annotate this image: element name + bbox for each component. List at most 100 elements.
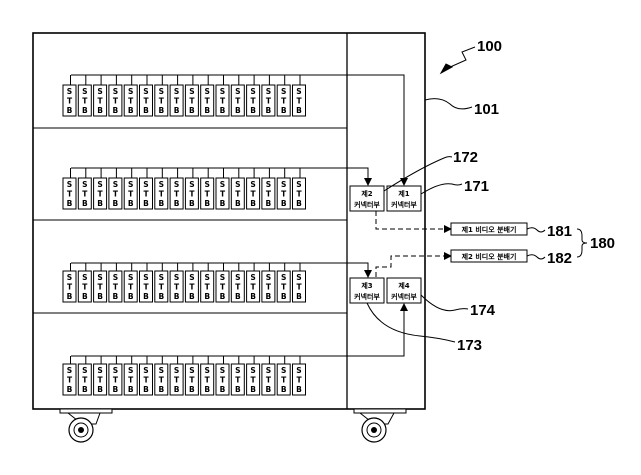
- ref-182: 182: [547, 250, 572, 267]
- stb-unit: STB: [139, 168, 153, 210]
- splitter-box-2: 제2 비디오 분배기: [450, 249, 528, 263]
- stb-letter: T: [205, 190, 211, 199]
- splitter-box-2-label: 제2 비디오 분배기: [462, 252, 517, 261]
- stb-letter: T: [82, 376, 88, 385]
- stb-letter: S: [296, 366, 301, 375]
- stb-letter: T: [281, 97, 287, 106]
- connector-box-2-line2: 커넥터부: [354, 200, 380, 209]
- stb-letter: S: [204, 87, 209, 96]
- stb-unit: STB: [215, 168, 230, 210]
- stb-letter: S: [281, 87, 286, 96]
- stb-letter: S: [128, 273, 133, 282]
- stb-unit: STB: [77, 356, 92, 396]
- stb-letter: S: [235, 366, 240, 375]
- stb-letter: T: [113, 190, 119, 199]
- stb-letter: B: [128, 106, 134, 115]
- stb-letter: B: [97, 106, 103, 115]
- stb-letter: T: [220, 97, 226, 106]
- ref-174: 174: [470, 302, 496, 319]
- stb-letter: B: [250, 385, 256, 394]
- stb-unit: STB: [123, 75, 138, 117]
- ref-171: 171: [464, 178, 489, 195]
- stb-letter: B: [266, 106, 272, 115]
- stb-letter: T: [174, 97, 180, 106]
- stb-letter: T: [113, 97, 119, 106]
- stb-letter: B: [266, 199, 272, 208]
- ref-180: 180: [590, 235, 615, 252]
- stb-letter: S: [113, 273, 118, 282]
- stb-letter: B: [250, 106, 256, 115]
- stb-letter: T: [174, 190, 180, 199]
- stb-letter: B: [67, 106, 73, 115]
- stb-letter: B: [296, 106, 302, 115]
- stb-letter: S: [281, 273, 286, 282]
- stb-letter: B: [143, 199, 149, 208]
- ref-181: 181: [547, 223, 572, 240]
- bus-shelf-1: [71, 74, 408, 186]
- stb-letter: S: [143, 366, 148, 375]
- stb-unit: STB: [108, 263, 123, 303]
- stb-unit: STB: [292, 168, 306, 210]
- stb-unit: STB: [200, 75, 215, 117]
- stb-letter: S: [67, 366, 72, 375]
- stb-letter: S: [128, 180, 133, 189]
- stb-unit: STB: [93, 263, 108, 303]
- stb-letter: B: [189, 385, 195, 394]
- stb-letter: S: [189, 87, 194, 96]
- stb-unit: STB: [261, 75, 276, 117]
- stb-letter: B: [113, 106, 119, 115]
- stb-letter: B: [281, 385, 287, 394]
- bus-shelf-4: [71, 303, 408, 357]
- connector-box-1: 제1 커넥터부: [386, 185, 422, 212]
- stb-unit: STB: [139, 356, 153, 396]
- caster-left: [59, 408, 113, 443]
- stb-unit: STB: [246, 263, 261, 303]
- stb-letter: S: [250, 87, 255, 96]
- stb-letter: B: [113, 199, 119, 208]
- stb-letter: S: [296, 87, 301, 96]
- stb-letter: B: [82, 292, 88, 301]
- stb-letter: B: [158, 292, 164, 301]
- connector-box-4-line2: 커넥터부: [391, 292, 417, 301]
- stb-letter: S: [97, 273, 102, 282]
- stb-letter: T: [174, 376, 180, 385]
- stb-letter: S: [159, 273, 164, 282]
- connector-box-3: 제3 커넥터부: [349, 277, 385, 304]
- stb-letter: T: [128, 190, 134, 199]
- stb-letter: B: [220, 106, 226, 115]
- stb-shelf-1: STBSTBSTBSTBSTBSTBSTBSTBSTBSTBSTBSTBSTBS…: [62, 75, 306, 117]
- stb-letter: B: [113, 385, 119, 394]
- stb-letter: B: [158, 106, 164, 115]
- stb-unit: STB: [246, 356, 261, 396]
- stb-letter: T: [235, 283, 241, 292]
- stb-letter: T: [266, 190, 272, 199]
- connector-box-1-line1: 제1: [398, 189, 409, 198]
- stb-letter: T: [281, 283, 287, 292]
- stb-letter: S: [113, 366, 118, 375]
- stb-letter: S: [235, 87, 240, 96]
- stb-letter: S: [174, 87, 179, 96]
- video-line-1: [375, 211, 452, 233]
- stb-letter: B: [296, 199, 302, 208]
- stb-unit: STB: [108, 75, 123, 117]
- stb-unit: STB: [169, 263, 184, 303]
- stb-letter: T: [159, 97, 165, 106]
- stb-letter: T: [82, 190, 88, 199]
- stb-letter: B: [174, 106, 180, 115]
- stb-unit: STB: [261, 263, 276, 303]
- stb-letter: T: [296, 283, 302, 292]
- stb-letter: B: [158, 385, 164, 394]
- stb-letter: T: [220, 376, 226, 385]
- stb-letter: B: [97, 292, 103, 301]
- stb-letter: S: [250, 180, 255, 189]
- stb-letter: S: [128, 87, 133, 96]
- stb-letter: S: [97, 366, 102, 375]
- stb-letter: T: [296, 376, 302, 385]
- stb-letter: S: [235, 273, 240, 282]
- stb-letter: S: [159, 87, 164, 96]
- stb-unit: STB: [200, 356, 215, 396]
- stb-unit: STB: [123, 168, 138, 210]
- stb-letter: S: [174, 180, 179, 189]
- stb-letter: T: [251, 283, 257, 292]
